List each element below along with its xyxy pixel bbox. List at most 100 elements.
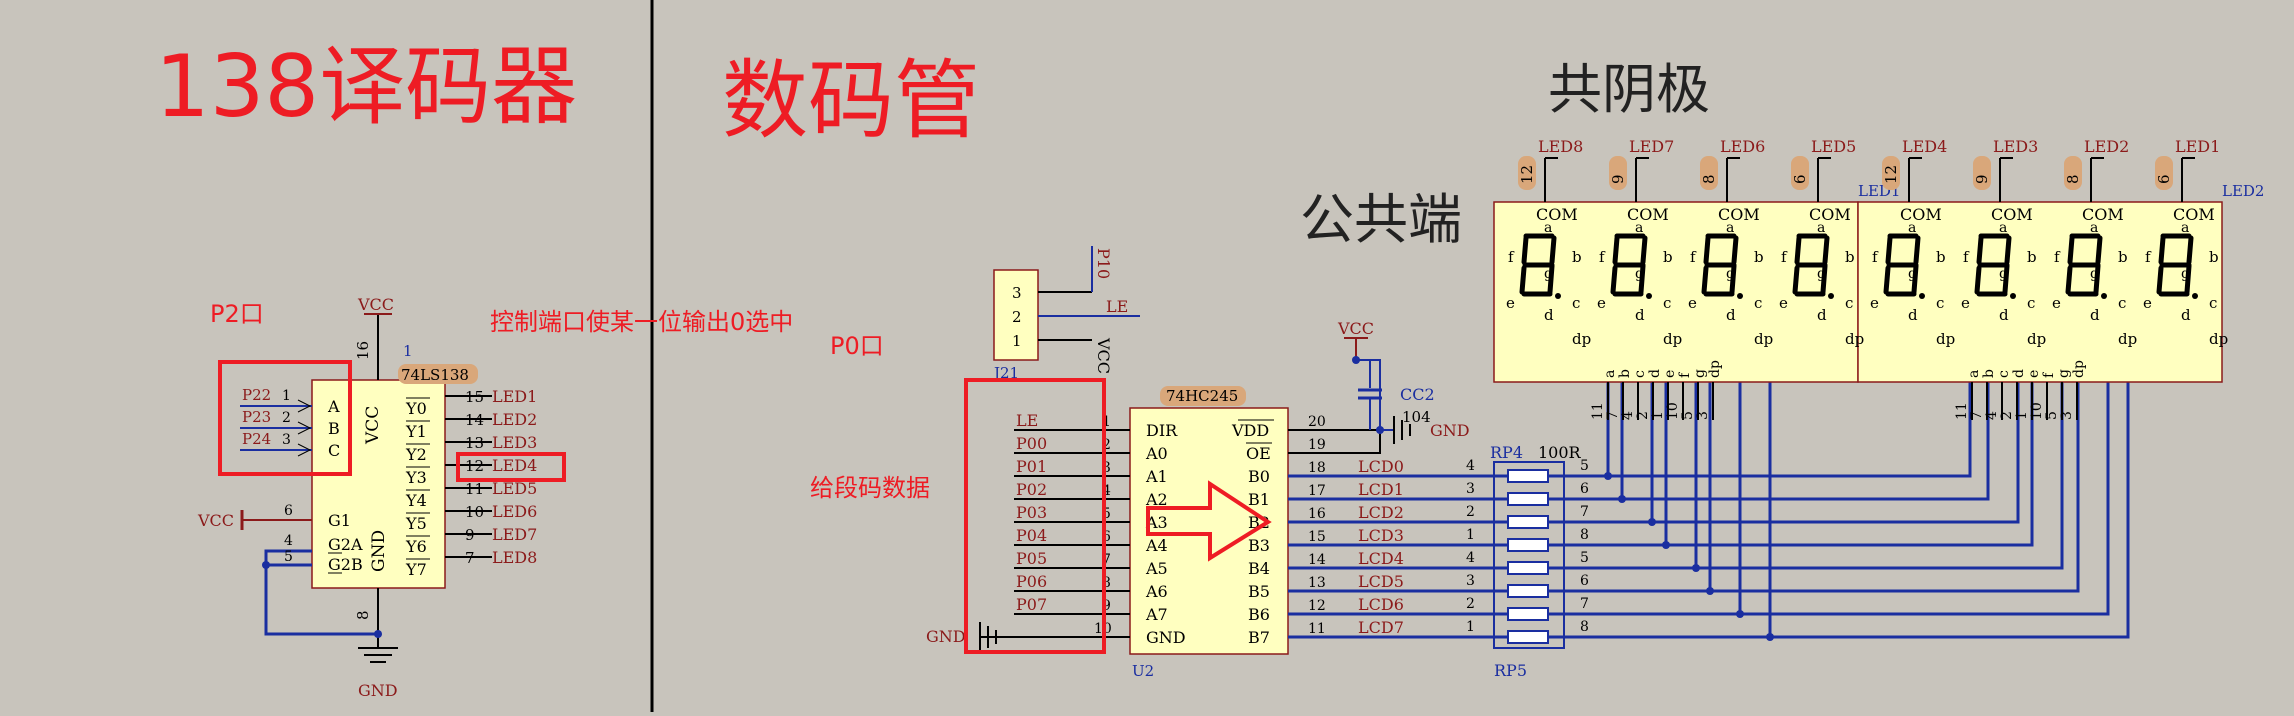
svg-text:P07: P07 xyxy=(1016,595,1047,614)
jumper-net-p10: P10 xyxy=(1094,248,1113,279)
svg-text:18: 18 xyxy=(1308,460,1326,476)
seg-letter-dp: dp xyxy=(1663,330,1682,348)
svg-text:GND: GND xyxy=(1146,628,1186,647)
decoder-enable-pins: VCC 6 4 5 G1 G2A G2B xyxy=(197,503,363,574)
svg-text:P01: P01 xyxy=(1016,457,1047,476)
svg-text:11: 11 xyxy=(465,480,484,498)
decoder-gnd-pin: 8 xyxy=(354,610,372,620)
seg-letter-dp: dp xyxy=(1754,330,1773,348)
svg-text:Y6: Y6 xyxy=(405,537,427,556)
seg-letter-dp: dp xyxy=(2027,330,2046,348)
svg-text:2: 2 xyxy=(1102,437,1111,453)
svg-text:VCC: VCC xyxy=(197,511,234,530)
segment-pin-name: g xyxy=(1692,369,1708,378)
decoder-net-led5: LED5 xyxy=(492,479,537,498)
bus-junctions xyxy=(1604,472,1774,641)
decoder-chip: 74LS138 1 VCC 16 VCC GND 8 GND P22 P23 P… xyxy=(197,295,537,700)
segment-pin-number: 5 xyxy=(2044,411,2060,420)
segment-pin-number: 5 xyxy=(1680,411,1696,420)
com-label: COM xyxy=(1809,205,1851,224)
segment-bus-wires xyxy=(1594,382,2130,639)
decoder-net-p24: P24 xyxy=(242,430,271,448)
com-label: COM xyxy=(1627,205,1669,224)
svg-text:5: 5 xyxy=(1580,458,1589,474)
seg-letter-f: f xyxy=(2054,248,2061,266)
buffer-gnd-net: GND xyxy=(926,627,966,646)
resistor-value: 100R xyxy=(1538,443,1582,462)
svg-text:13: 13 xyxy=(1308,575,1326,591)
common-cathode-heading: 共阴极 xyxy=(1548,58,1710,121)
svg-text:12: 12 xyxy=(1308,598,1326,614)
p0-highlight-box xyxy=(964,378,1106,654)
svg-text:LCD2: LCD2 xyxy=(1358,503,1404,522)
display-module: LED1 LED2 xyxy=(1493,182,2264,383)
com-label: COM xyxy=(1718,205,1760,224)
svg-text:B1: B1 xyxy=(1248,490,1270,509)
seg-letter-c: c xyxy=(1663,294,1671,312)
seg-letter-e: e xyxy=(1870,294,1879,312)
segment-pin-name: d xyxy=(1647,369,1663,378)
svg-text:G2A: G2A xyxy=(328,535,363,554)
svg-text:A7: A7 xyxy=(1145,605,1168,624)
decoder-chip-name: 74LS138 xyxy=(401,366,469,384)
svg-text:VDD: VDD xyxy=(1231,421,1269,440)
svg-text:A0: A0 xyxy=(1145,444,1168,463)
svg-text:10: 10 xyxy=(465,503,484,521)
seg-letter-a: a xyxy=(1726,220,1734,236)
p2-highlight-box xyxy=(218,360,352,476)
jumper-j21: 3 2 1 P10 LE VCC J21 xyxy=(992,246,1140,382)
seg-letter-e: e xyxy=(1961,294,1970,312)
svg-text:A2: A2 xyxy=(1145,490,1168,509)
svg-text:6: 6 xyxy=(1102,529,1111,545)
rp4-label: RP4 xyxy=(1490,443,1523,462)
svg-text:Y2: Y2 xyxy=(405,445,427,464)
seg-letter-b: b xyxy=(1663,248,1673,266)
jumper-net-vcc: VCC xyxy=(1094,337,1113,374)
svg-text:7: 7 xyxy=(1580,504,1589,520)
svg-text:11: 11 xyxy=(1308,621,1326,637)
seg-letter-dp: dp xyxy=(1572,330,1591,348)
seg-letter-e: e xyxy=(1506,294,1515,312)
svg-text:17: 17 xyxy=(1308,483,1326,499)
seg-letter-a: a xyxy=(1544,220,1552,236)
svg-text:8: 8 xyxy=(1580,619,1589,635)
svg-text:2: 2 xyxy=(1012,308,1022,326)
seg-letter-g: g xyxy=(2090,266,2099,282)
svg-text:A6: A6 xyxy=(1145,582,1168,601)
decoder-net-p22: P22 xyxy=(242,386,271,404)
com-pin-number: 12 xyxy=(1518,165,1536,184)
com-label: COM xyxy=(1536,205,1578,224)
svg-text:3: 3 xyxy=(1102,460,1111,476)
seg-letter-f: f xyxy=(1508,248,1515,266)
svg-text:P04: P04 xyxy=(1016,526,1047,545)
seg-letter-c: c xyxy=(1845,294,1853,312)
svg-text:1: 1 xyxy=(1466,619,1475,635)
buffer-chip: 74HC245 U2 LE P00 P01 P02 P03 P04 P05 P0… xyxy=(926,319,1500,680)
decoder-net-led6: LED6 xyxy=(492,502,537,521)
com-pin-number: 8 xyxy=(1700,174,1718,184)
segment-data-note: 给段码数据 xyxy=(810,474,930,502)
seg-letter-d: d xyxy=(1817,306,1827,324)
svg-text:Y0: Y0 xyxy=(405,399,427,418)
led4-highlight-box xyxy=(456,452,566,482)
svg-text:3: 3 xyxy=(1466,573,1475,589)
segment-pin-name: a xyxy=(1602,370,1618,378)
segment-display-title: 数码管 xyxy=(722,51,980,151)
svg-text:3: 3 xyxy=(1012,284,1022,302)
svg-text:9: 9 xyxy=(465,526,475,544)
svg-text:A: A xyxy=(327,397,340,416)
resistor-arrays: RP4 100R RP5 4 3 2 1 4 3 2 xyxy=(1466,443,1594,680)
svg-text:OE: OE xyxy=(1246,444,1271,463)
segment-pin-name: dp xyxy=(1707,360,1723,378)
svg-text:Y4: Y4 xyxy=(405,491,427,510)
svg-text:A1: A1 xyxy=(1145,467,1168,486)
seg-letter-g: g xyxy=(1635,266,1644,282)
digit-select-net: LED6 xyxy=(1720,137,1765,156)
svg-text:1: 1 xyxy=(1012,332,1022,350)
svg-text:1: 1 xyxy=(282,388,291,404)
com-label: COM xyxy=(1991,205,2033,224)
